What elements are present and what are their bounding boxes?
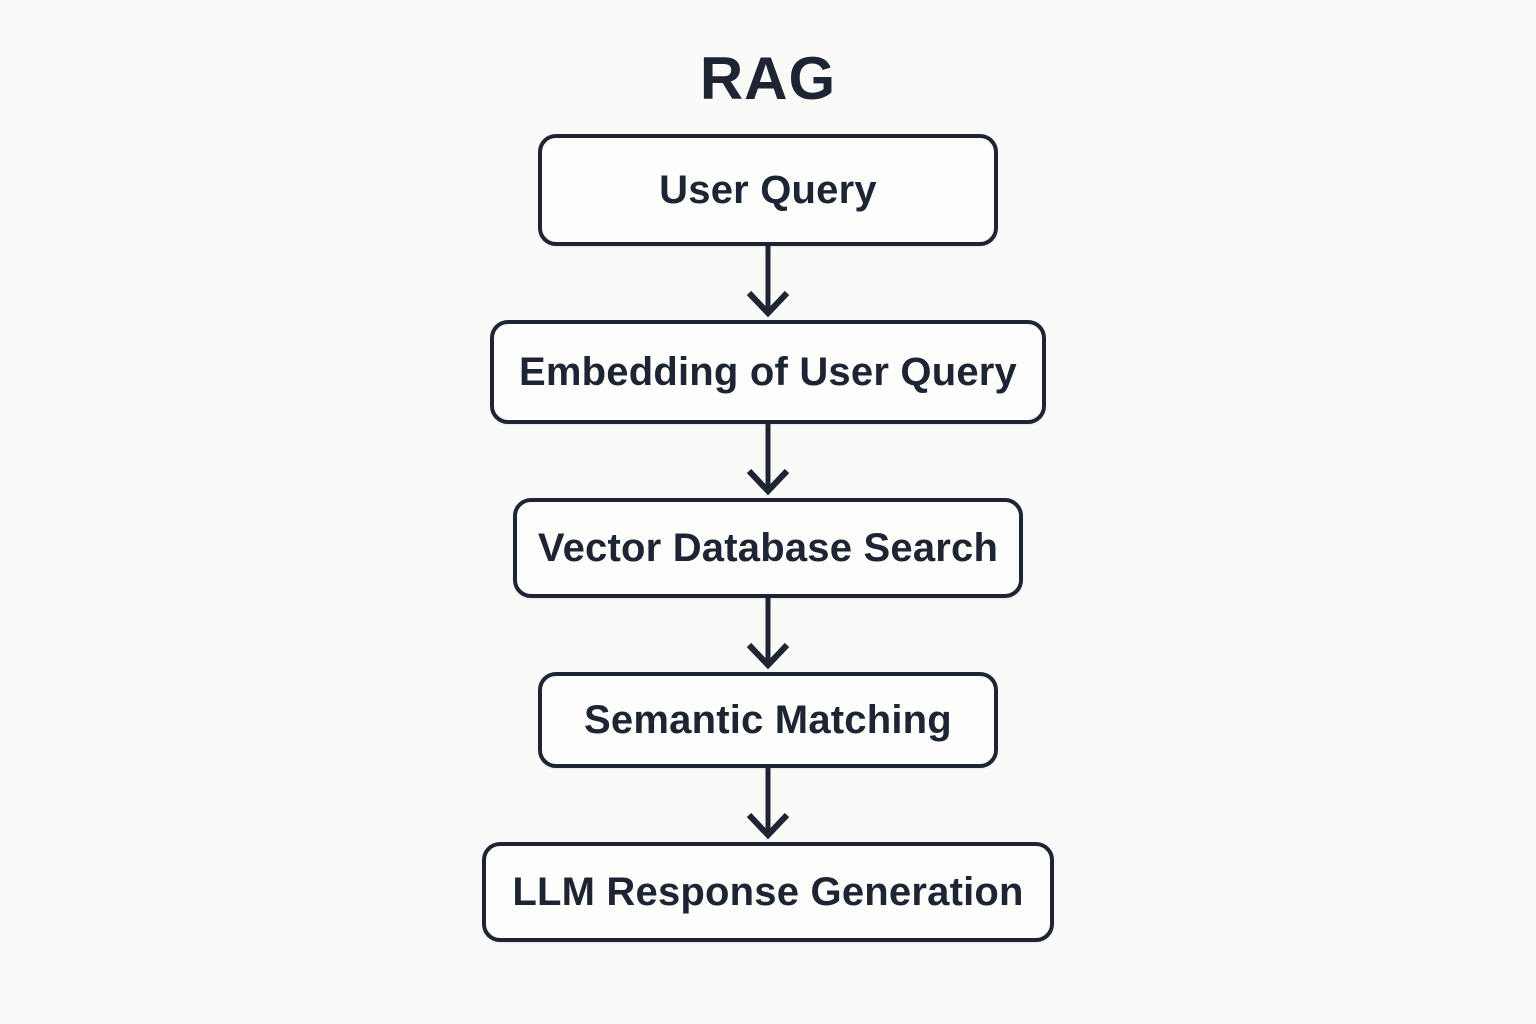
flow-node: LLM Response Generation xyxy=(482,842,1054,942)
flow-node-label: Vector Database Search xyxy=(537,525,999,570)
flow-node: Vector Database Search xyxy=(513,498,1023,598)
arrow-down-icon xyxy=(736,768,800,842)
arrow-down-icon xyxy=(736,424,800,498)
flow-node-label: Embedding of User Query xyxy=(518,349,1018,394)
arrow-down-icon xyxy=(736,246,800,320)
flow-node-label: Semantic Matching xyxy=(584,697,952,742)
arrow-down-icon xyxy=(736,598,800,672)
flow-node-label: LLM Response Generation xyxy=(512,869,1024,914)
flow-node-label: User Query xyxy=(659,167,877,212)
flow-node: Embedding of User Query xyxy=(490,320,1046,424)
flow-node: User Query xyxy=(538,134,998,246)
flowchart: User Query Embedding of User Query Vecto… xyxy=(482,134,1054,942)
flow-node: Semantic Matching xyxy=(538,672,998,768)
diagram-title: RAG xyxy=(699,45,837,112)
